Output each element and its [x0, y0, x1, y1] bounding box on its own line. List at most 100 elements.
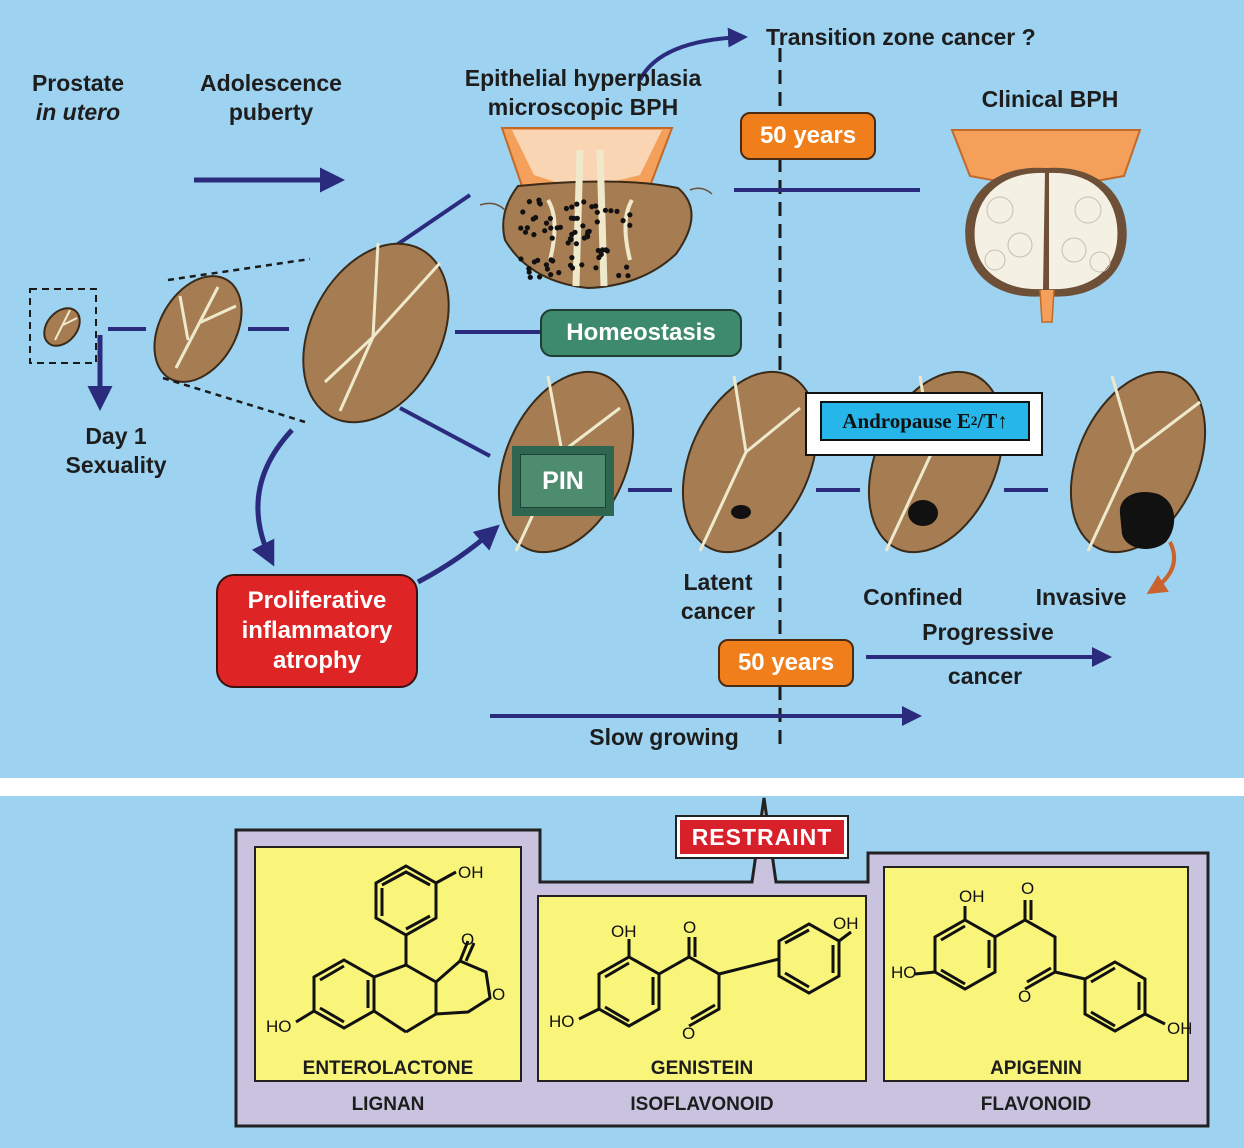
- svg-text:OH: OH: [458, 863, 484, 882]
- svg-text:O: O: [1018, 987, 1031, 1006]
- nodule-dot: [526, 266, 532, 272]
- nodule-dot: [548, 272, 554, 278]
- nodule-dot: [581, 199, 587, 205]
- nodule-dot: [602, 207, 609, 213]
- nodule-dot: [548, 225, 554, 231]
- apigenin-card: O OH O HO OH APIGENIN: [883, 866, 1191, 1082]
- nodule-dot: [569, 265, 576, 271]
- nodule-dot: [527, 274, 533, 280]
- nodule-dot: [627, 212, 633, 218]
- nodule-dot: [585, 234, 591, 240]
- nodule-dot: [522, 229, 529, 235]
- latent-cancer-prostate: [681, 370, 819, 554]
- transition-arrow: [638, 27, 748, 81]
- svg-text:OH: OH: [959, 887, 985, 906]
- nodule-dot: [579, 262, 585, 268]
- nodule-dot: [537, 274, 543, 280]
- isoflavonoid-label: ISOFLAVONOID: [630, 1094, 774, 1115]
- nodule-dot: [573, 241, 580, 247]
- nodule-dot: [594, 209, 600, 215]
- clinical-bph-label: Clinical BPH: [981, 86, 1119, 112]
- confined-tumor: [908, 500, 938, 526]
- nodule-dot: [567, 236, 574, 242]
- nodule-dot: [625, 273, 631, 279]
- progressive-label: Progressive: [922, 619, 1054, 645]
- nodule-dot: [556, 270, 562, 276]
- genistein-structure: O OH O HO OH: [549, 914, 859, 1043]
- nodule-dot: [593, 265, 599, 271]
- invasion-arrow: [1146, 541, 1176, 595]
- nodule-dot: [554, 225, 560, 231]
- nodule-dot: [533, 214, 539, 221]
- nodule-dot: [589, 204, 595, 210]
- hyperplasia-nodules: [518, 197, 633, 280]
- nodule-dot: [548, 257, 554, 263]
- svg-text:OH: OH: [1167, 1019, 1191, 1038]
- nodule-dot: [563, 205, 570, 212]
- childhood-prostate: [153, 275, 243, 383]
- nodule-dot: [574, 201, 580, 207]
- svg-text:HO: HO: [266, 1017, 292, 1036]
- apigenin-name: APIGENIN: [990, 1058, 1082, 1079]
- atrophy-arrow: [251, 428, 294, 567]
- nodule-dot: [526, 199, 533, 205]
- genistein-card: O OH O HO OH GENISTEIN: [537, 895, 867, 1082]
- svg-text:O: O: [682, 1024, 695, 1043]
- progressive-cancer-label: cancer: [947, 663, 1023, 689]
- nodule-dot: [627, 222, 633, 228]
- enterolactone-name: ENTEROLACTONE: [302, 1058, 474, 1079]
- invasive-tumor: [1119, 492, 1175, 549]
- clinical-bph-gland: [950, 129, 1142, 323]
- nodule-dot: [569, 204, 575, 210]
- nodule-dot: [594, 219, 600, 225]
- transition-zone-label: Transition zone cancer ?: [766, 24, 1036, 50]
- in-utero-frame: [29, 288, 97, 364]
- nodule-dot: [549, 235, 555, 241]
- nodule-dot: [518, 256, 524, 262]
- nodule-dot: [524, 225, 531, 231]
- nodule-dot: [565, 240, 571, 246]
- nodule-dot: [572, 229, 578, 235]
- fifty-years-badge-bottom: 50 years: [718, 639, 854, 687]
- nodule-dot: [520, 209, 526, 215]
- nodule-dot: [542, 228, 548, 234]
- enterolactone-structure: OH O O HO: [266, 863, 505, 1036]
- svg-text:O: O: [492, 985, 505, 1004]
- restraint-badge: RESTRAINT: [675, 815, 849, 859]
- nodule-dot: [616, 272, 622, 279]
- flavonoid-label: FLAVONOID: [980, 1094, 1092, 1115]
- confined-label: Confined: [863, 584, 963, 610]
- nodule-dot: [624, 264, 630, 270]
- to-pin-arrow: [416, 524, 500, 585]
- nodule-dot: [595, 247, 601, 254]
- svg-text:O: O: [1021, 879, 1034, 898]
- nodule-dot: [531, 259, 538, 265]
- homeostasis-box: Homeostasis: [540, 309, 742, 357]
- enterolactone-card: OH O O HO ENTEROLACTONE: [254, 846, 522, 1082]
- nodule-dot: [569, 255, 575, 261]
- nodule-dot: [620, 218, 626, 224]
- lignan-label: LIGNAN: [351, 1094, 425, 1115]
- nodule-dot: [543, 262, 550, 268]
- nodule-dot: [614, 208, 620, 214]
- nodule-dot: [571, 215, 577, 221]
- nodule-dot: [544, 266, 551, 272]
- fifty-years-badge-top: 50 years: [740, 112, 876, 160]
- svg-text:O: O: [461, 930, 474, 949]
- nodule-dot: [580, 223, 586, 229]
- slow-growing-label: Slow growing: [589, 724, 739, 750]
- svg-text:O: O: [683, 918, 696, 937]
- nodule-dot: [543, 220, 550, 226]
- apigenin-structure: O OH O HO OH: [891, 879, 1191, 1038]
- nodule-dot: [531, 232, 537, 238]
- nodule-dot: [536, 197, 542, 203]
- nodule-dot: [547, 215, 554, 222]
- nodule-dot: [599, 247, 606, 253]
